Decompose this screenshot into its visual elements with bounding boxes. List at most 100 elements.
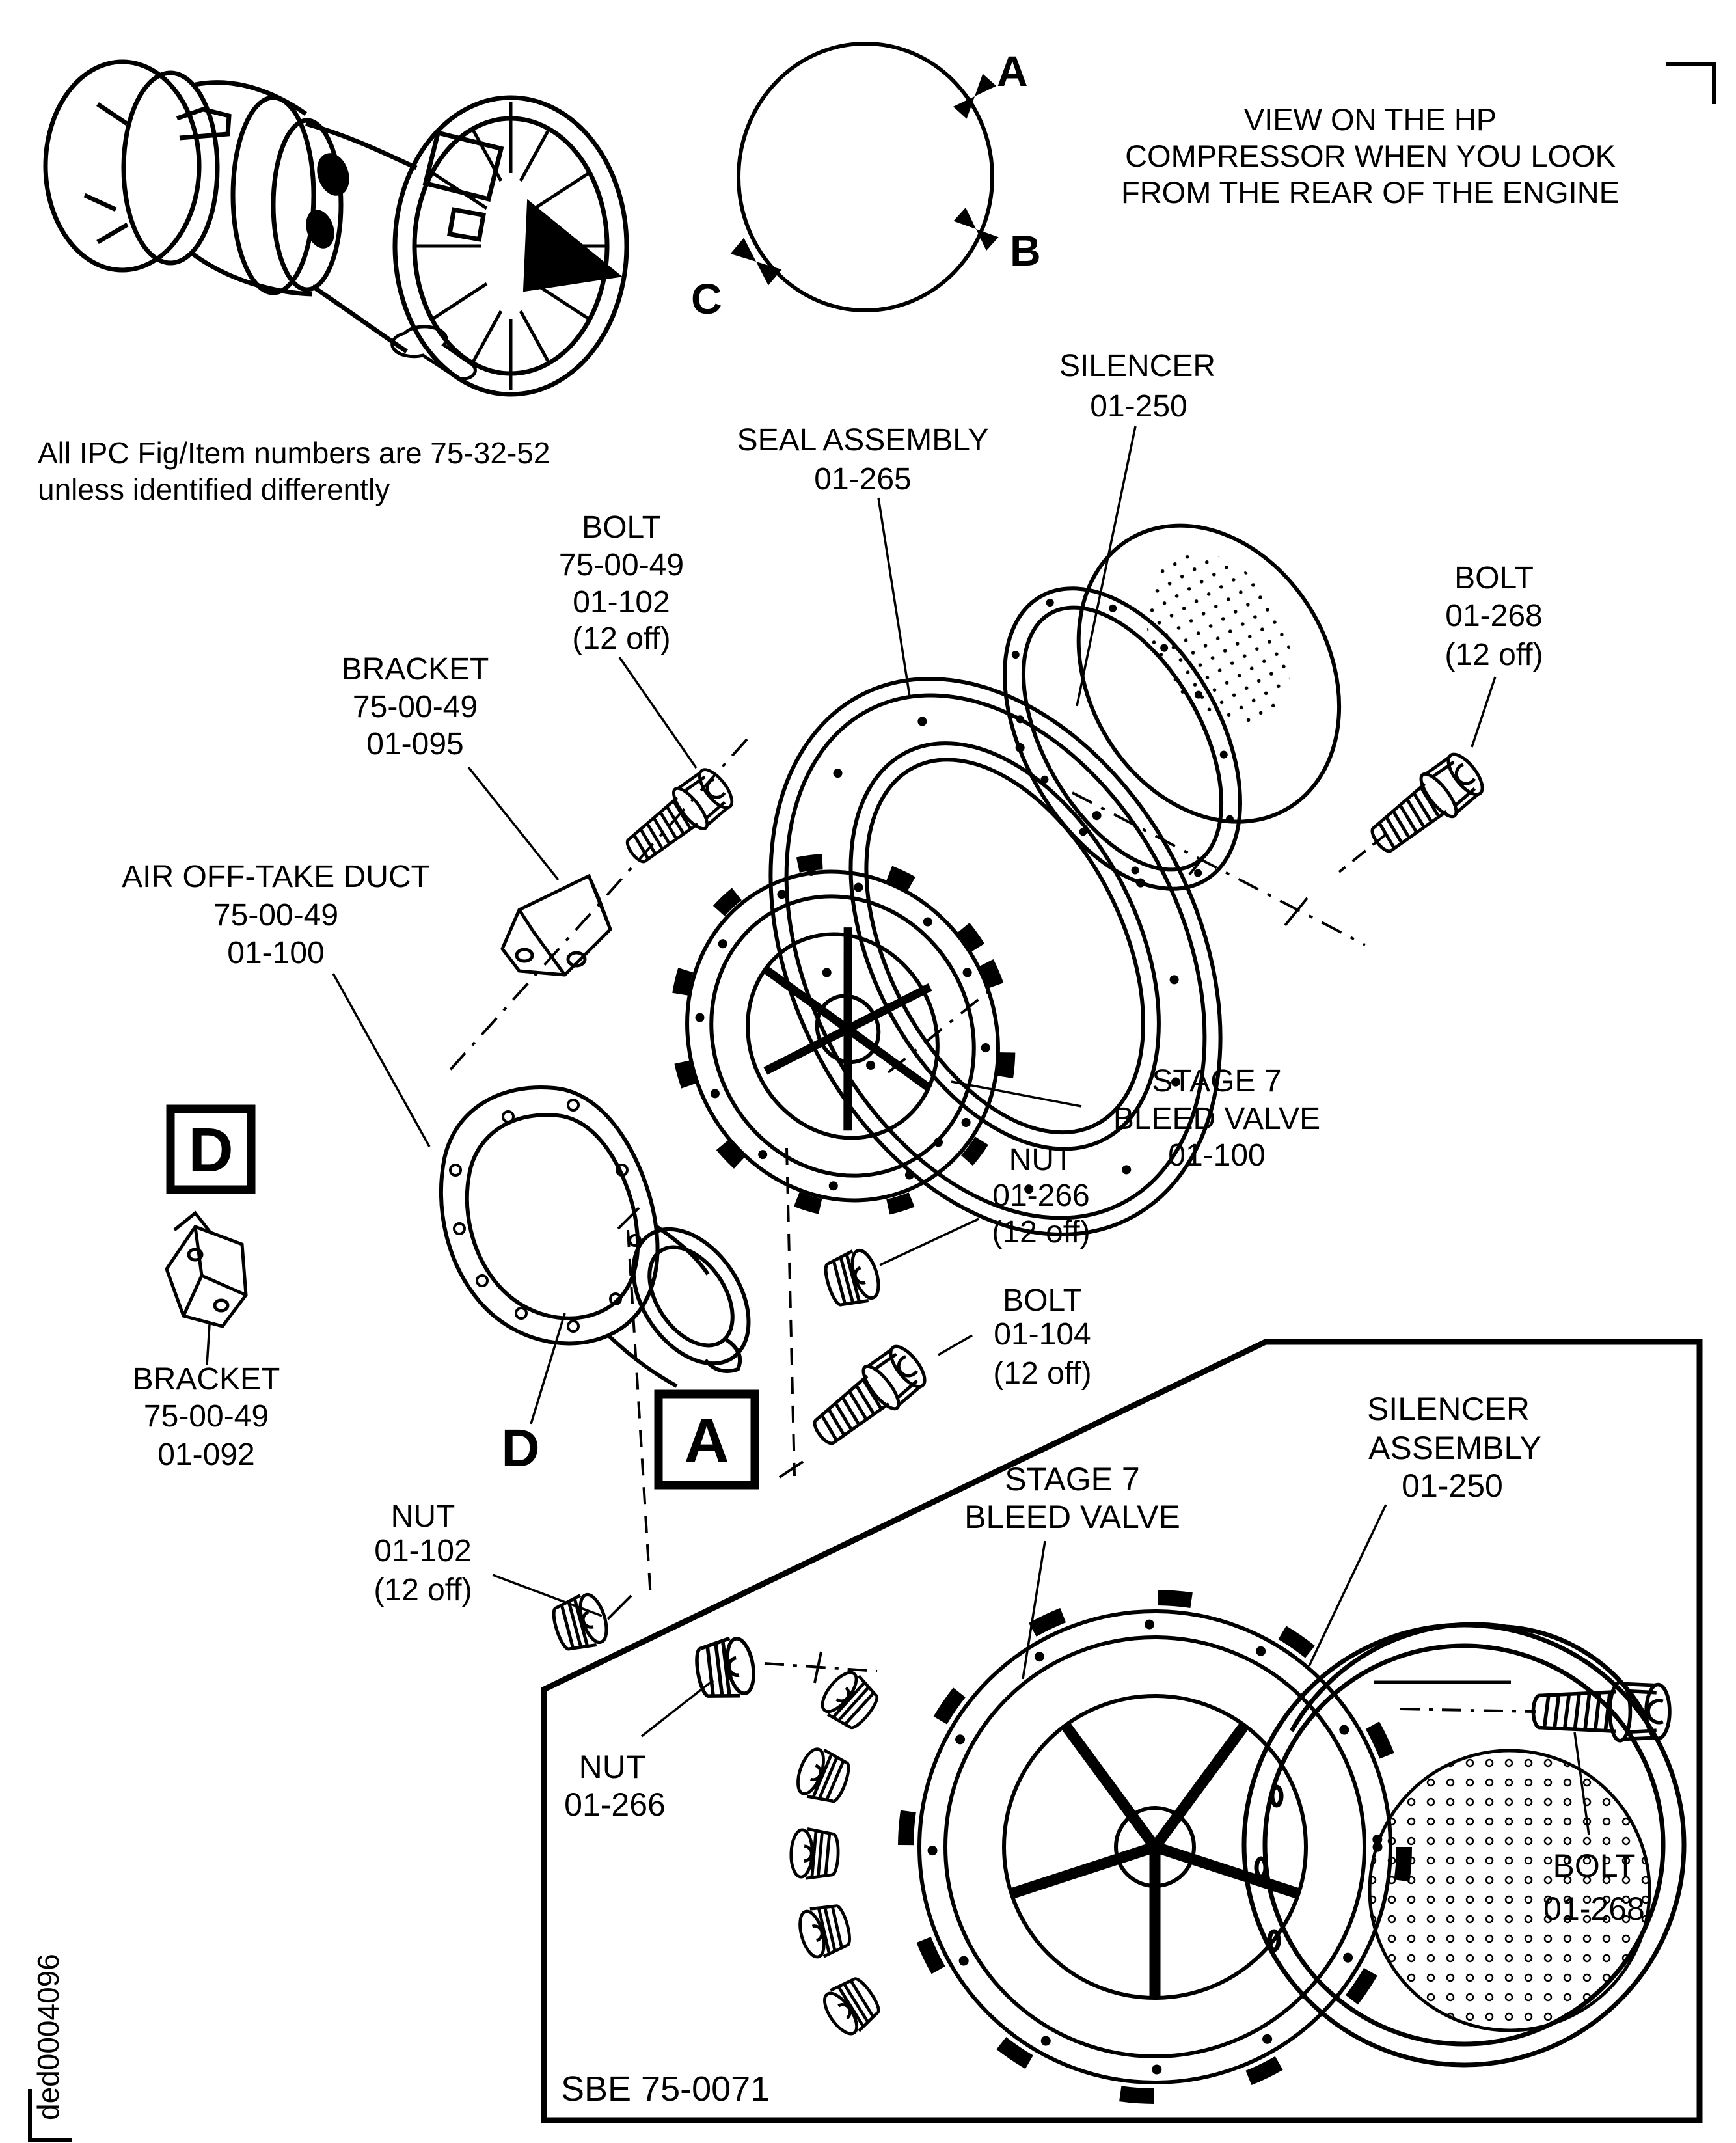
bolt268-item: 01-268 — [1445, 599, 1542, 633]
nut102-qty: (12 off) — [373, 1573, 472, 1607]
label-nut-102: NUT 01-102 (12 off) — [373, 1499, 472, 1607]
stage7-name2: BLEED VALVE — [1113, 1102, 1320, 1136]
detail-d-box — [166, 1104, 256, 1194]
inset-silencer-name2: ASSEMBLY — [1368, 1430, 1541, 1466]
inset-bolt-268-drawing — [1533, 1682, 1669, 1741]
hp-compressor-view-diagram: A B C — [691, 42, 1041, 323]
bolt104-item: 01-104 — [994, 1317, 1091, 1352]
main-labels: SILENCER 01-250 SEAL ASSEMBLY 01-265 BOL… — [122, 349, 1543, 1607]
inset-stud-nut-3 — [791, 1828, 839, 1879]
inset-stud-nut-4 — [795, 1900, 854, 1961]
bracket-092-drawing — [165, 1210, 248, 1328]
label-nut-266: NUT 01-266 (12 off) — [992, 1143, 1090, 1249]
bolt104-name: BOLT — [1003, 1283, 1082, 1318]
label-bolt-104: BOLT 01-104 (12 off) — [993, 1283, 1091, 1391]
detail-a-box-letter: A — [684, 1406, 729, 1476]
bolt102-qty: (12 off) — [572, 621, 670, 656]
ipc-note-line2: unless identified differently — [38, 472, 390, 506]
seal-name: SEAL ASSEMBLY — [737, 423, 989, 457]
bracket095-name: BRACKET — [342, 652, 489, 687]
detail-d-ref-letter: D — [501, 1419, 539, 1478]
detail-a-box — [654, 1389, 759, 1490]
marker-b: B — [1010, 226, 1041, 275]
inset-stud-nut-5 — [818, 1972, 885, 2040]
bolt102-fig: 75-00-49 — [559, 548, 684, 582]
center-lines — [448, 738, 1387, 1620]
corner-mark-bottom-left — [28, 2089, 72, 2142]
figure-code: ded0004096 — [31, 1954, 65, 2120]
leader-lines — [206, 426, 1497, 1617]
ipc-note: All IPC Fig/Item numbers are 75-32-52 un… — [38, 436, 550, 506]
silencer-drawing — [1003, 523, 1342, 891]
airduct-name: AIR OFF-TAKE DUCT — [122, 860, 430, 894]
inset-bleed-valve-drawing — [791, 1590, 1412, 2104]
bracket092-item: 01-092 — [157, 1438, 254, 1472]
inset-nut-266-drawing — [693, 1635, 757, 1702]
label-air-duct: AIR OFF-TAKE DUCT 75-00-49 01-100 — [122, 860, 430, 970]
marker-flags — [730, 74, 999, 286]
inset-border — [541, 1339, 1703, 2123]
air-off-take-duct-drawing — [439, 1085, 751, 1388]
seal-item: 01-265 — [814, 462, 911, 497]
inset-panel: STAGE 7 BLEED VALVE SILENCER ASSEMBLY 01… — [541, 1339, 1703, 2123]
bolt-104-drawing — [804, 1340, 932, 1456]
ipc-note-line1: All IPC Fig/Item numbers are 75-32-52 — [38, 436, 550, 470]
silencer-item: 01-250 — [1090, 389, 1187, 424]
inset-silencer-name1: SILENCER — [1367, 1391, 1530, 1427]
bolt-268-drawing — [1362, 748, 1490, 864]
label-bracket-095: BRACKET 75-00-49 01-095 — [342, 652, 489, 761]
bracket092-name: BRACKET — [133, 1362, 280, 1397]
nut266-item: 01-266 — [992, 1179, 1089, 1213]
marker-c: C — [691, 275, 722, 323]
inset-stage7-name1: STAGE 7 — [1005, 1461, 1139, 1497]
airduct-fig: 75-00-49 — [213, 898, 338, 933]
nut-266-drawing — [821, 1246, 884, 1311]
inset-stud-nut-1 — [816, 1666, 884, 1734]
bracket-095-drawing — [500, 873, 612, 977]
nut266-name: NUT — [1009, 1143, 1074, 1177]
stage7-name1: STAGE 7 — [1152, 1064, 1281, 1099]
marker-a: A — [997, 47, 1028, 95]
view-note-line2: COMPRESSOR WHEN YOU LOOK — [1125, 139, 1616, 173]
inset-stage7-name2: BLEED VALVE — [964, 1499, 1180, 1535]
duct-flange-holes — [449, 1099, 642, 1333]
inset-valve-spokes — [1009, 1722, 1301, 1997]
inset-leader-lines — [640, 1504, 1590, 1836]
bracket095-item: 01-095 — [366, 727, 463, 761]
inset-labels: STAGE 7 BLEED VALVE SILENCER ASSEMBLY 01… — [561, 1391, 1645, 2109]
view-note-line3: FROM THE REAR OF THE ENGINE — [1121, 175, 1620, 210]
inset-nut266-name: NUT — [579, 1749, 646, 1785]
inset-center-lines — [764, 1651, 1536, 1713]
inset-drawing-ref: SBE 75-0071 — [561, 2069, 770, 2109]
nut266-qty: (12 off) — [992, 1215, 1090, 1249]
inset-stud-nut-2 — [793, 1745, 854, 1807]
stage7-item: 01-100 — [1168, 1138, 1265, 1173]
bracket092-fig: 75-00-49 — [144, 1399, 269, 1434]
engine-illustration — [43, 59, 629, 397]
label-bolt-102: BOLT 75-00-49 01-102 (12 off) — [559, 510, 684, 656]
label-bracket-092: BRACKET 75-00-49 01-092 — [133, 1362, 280, 1472]
nut102-item: 01-102 — [374, 1534, 471, 1568]
view-note-line1: VIEW ON THE HP — [1244, 102, 1497, 137]
inset-silencer-item: 01-250 — [1402, 1467, 1503, 1504]
detail-d-box-letter: D — [188, 1115, 233, 1185]
bolt-102-drawing — [617, 763, 739, 873]
inset-silencer-drawing — [1241, 1622, 1687, 2068]
view-note: VIEW ON THE HP COMPRESSOR WHEN YOU LOOK … — [1121, 102, 1620, 210]
bolt104-qty: (12 off) — [993, 1356, 1091, 1391]
inset-nut266-item: 01-266 — [564, 1786, 666, 1823]
nut102-name: NUT — [391, 1499, 455, 1534]
label-bolt-268: BOLT 01-268 (12 off) — [1444, 561, 1543, 672]
main-exploded-view — [165, 426, 1497, 1655]
bolt102-name: BOLT — [582, 510, 661, 545]
inset-bolt268-name: BOLT — [1553, 1848, 1636, 1884]
silencer-name: SILENCER — [1059, 349, 1215, 383]
label-silencer: SILENCER 01-250 — [1059, 349, 1215, 424]
bracket095-fig: 75-00-49 — [353, 690, 478, 724]
corner-mark-top-right — [1666, 62, 1716, 104]
bolt268-name: BOLT — [1454, 561, 1534, 595]
bolt268-qty: (12 off) — [1444, 638, 1543, 672]
label-seal-assembly: SEAL ASSEMBLY 01-265 — [737, 423, 989, 497]
label-stage7-valve: STAGE 7 BLEED VALVE 01-100 — [1113, 1064, 1320, 1173]
